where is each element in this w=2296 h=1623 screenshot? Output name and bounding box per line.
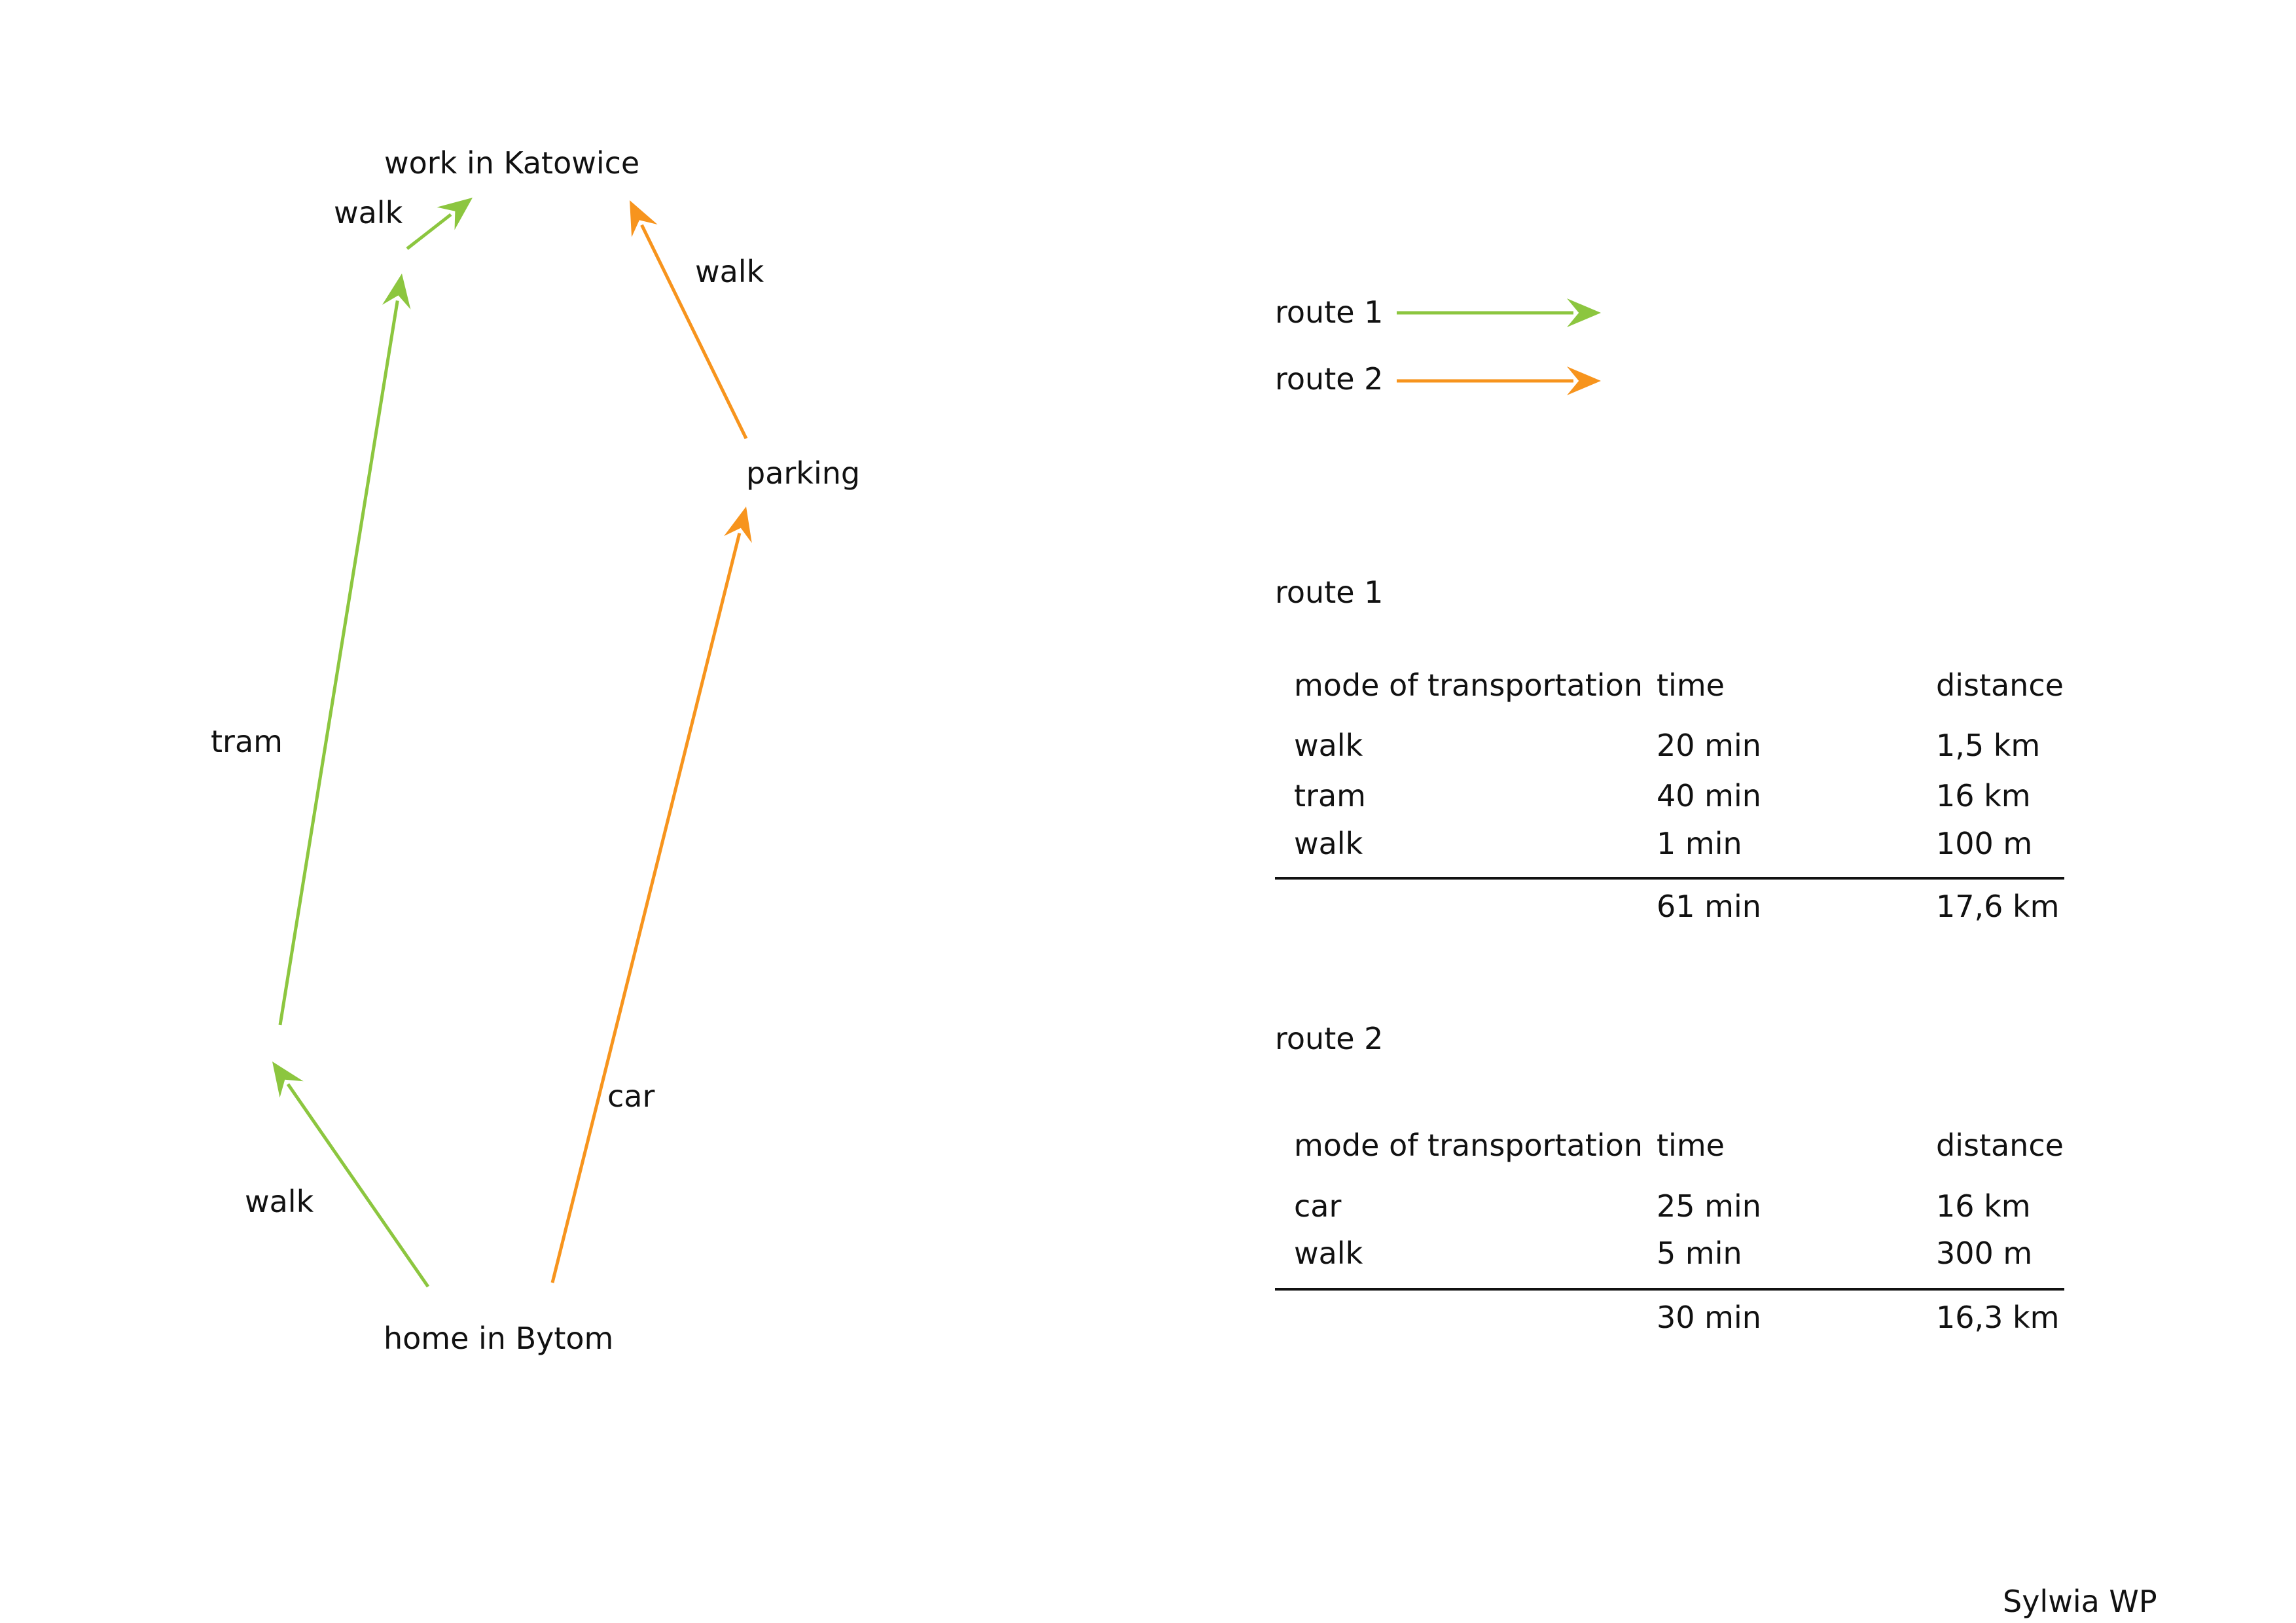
table2-header-time: time: [1657, 1128, 1725, 1163]
table1-row3-mode: walk: [1294, 826, 1363, 861]
table2-row1-time: 25 min: [1657, 1188, 1761, 1224]
route1-tram-arrow-head: [382, 274, 411, 310]
table1-row1-time: 20 min: [1657, 728, 1761, 763]
table2-row1-distance: 16 km: [1936, 1188, 2031, 1224]
table1-row1-mode: walk: [1294, 728, 1363, 763]
node-work: work in Katowice: [384, 145, 640, 181]
legend-route2-arrow: [1397, 366, 1601, 395]
table2-row2-distance: 300 m: [1936, 1236, 2033, 1271]
segment-label-route1-walk-end: walk: [334, 195, 403, 230]
route2-car-arrow-shaft: [550, 533, 742, 1283]
route1-walk-start-arrow-shaft: [286, 1083, 430, 1288]
table1-row3-time: 1 min: [1657, 826, 1742, 861]
segment-label-route2-car: car: [607, 1079, 655, 1114]
table1-row3-distance: 100 m: [1936, 826, 2033, 861]
arrows-layer: [272, 198, 1601, 1288]
table1-row2-mode: tram: [1294, 778, 1366, 813]
legend-route1-label: route 1: [1275, 294, 1384, 330]
table1-row2-time: 40 min: [1657, 778, 1761, 813]
table2-row2-time: 5 min: [1657, 1236, 1742, 1271]
table2-row2-mode: walk: [1294, 1236, 1363, 1271]
author-signature: Sylwia WP: [2003, 1584, 2157, 1619]
table1-header-distance: distance: [1936, 668, 2064, 703]
table2-title: route 2: [1275, 1021, 1384, 1056]
segment-label-route2-walk: walk: [695, 254, 764, 289]
table1-total-time: 61 min: [1657, 889, 1761, 924]
table2-total-divider: [1275, 1288, 2064, 1291]
route2-walk-arrow-head: [630, 200, 658, 238]
table2-row1-mode: car: [1294, 1188, 1342, 1224]
route2-car-arrow: [550, 507, 752, 1283]
route1-walk-end-arrow: [406, 198, 473, 250]
table2-header-mode: mode of transportation: [1294, 1128, 1643, 1163]
route1-walk-end-arrow-head: [437, 198, 473, 230]
node-parking: parking: [746, 455, 861, 491]
node-home: home in Bytom: [384, 1321, 614, 1356]
table2-header-distance: distance: [1936, 1128, 2064, 1163]
table1-title: route 1: [1275, 575, 1384, 610]
route1-tram-arrow-shaft: [278, 300, 399, 1026]
route1-walk-end-arrow-shaft: [406, 213, 452, 250]
route1-tram-arrow: [278, 274, 411, 1026]
table1-total-divider: [1275, 877, 2064, 880]
table2-total-distance: 16,3 km: [1936, 1300, 2060, 1335]
route1-walk-start-arrow-head: [272, 1061, 304, 1098]
segment-label-route1-tram: tram: [211, 724, 283, 759]
legend-route2-label: route 2: [1275, 361, 1384, 397]
table1-header-time: time: [1657, 668, 1725, 703]
legend-route1-arrow: [1397, 298, 1601, 327]
table1-total-distance: 17,6 km: [1936, 889, 2060, 924]
table2-total-time: 30 min: [1657, 1300, 1761, 1335]
route1-walk-start-arrow: [272, 1061, 430, 1288]
route2-walk-arrow: [630, 200, 748, 440]
route2-car-arrow-head: [724, 507, 752, 543]
table1-row2-distance: 16 km: [1936, 778, 2031, 813]
route2-walk-arrow-shaft: [640, 224, 748, 440]
segment-label-route1-walk-start: walk: [245, 1184, 314, 1219]
legend-route2-arrow-head: [1567, 366, 1601, 395]
legend-route1-arrow-head: [1567, 298, 1601, 327]
table1-header-mode: mode of transportation: [1294, 668, 1643, 703]
table1-row1-distance: 1,5 km: [1936, 728, 2041, 763]
